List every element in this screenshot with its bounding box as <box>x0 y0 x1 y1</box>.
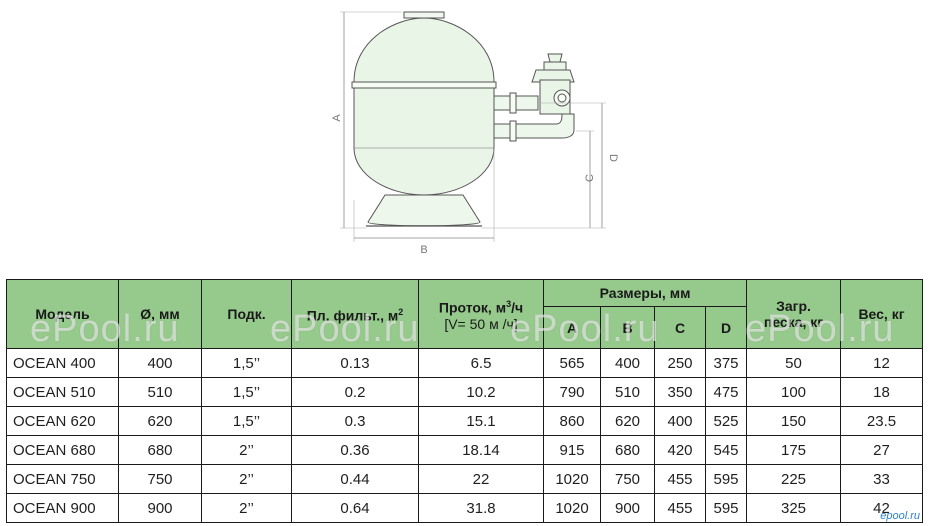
header-dim-c: C <box>654 306 706 349</box>
cell-weight: 12 <box>840 348 923 378</box>
cell-dim-b: 510 <box>600 377 655 407</box>
cell-connection: 2’’ <box>201 493 292 523</box>
cell-sand: 100 <box>746 377 841 407</box>
cell-dim-c: 455 <box>654 464 706 494</box>
cell-dim-c: 350 <box>654 377 706 407</box>
cell-dim-d: 595 <box>705 464 747 494</box>
cell-filter-area: 0.2 <box>291 377 419 407</box>
cell-filter-area: 0.64 <box>291 493 419 523</box>
cell-dim-d: 545 <box>705 435 747 465</box>
dim-label-a: A <box>331 114 343 122</box>
cell-dim-d: 525 <box>705 406 747 436</box>
cell-dim-a: 860 <box>543 406 601 436</box>
table-row: OCEAN 620 620 1,5’’ 0.3 15.1 860 620 400… <box>6 406 923 436</box>
cell-dim-b: 620 <box>600 406 655 436</box>
header-model: Модель <box>6 279 119 349</box>
cell-diameter: 750 <box>118 464 202 494</box>
cell-diameter: 510 <box>118 377 202 407</box>
tank-dome <box>353 17 495 83</box>
header-flow: Проток, м3/ч [V= 50 м /ч] <box>418 279 544 349</box>
cell-dim-b: 750 <box>600 464 655 494</box>
header-sand-load: Загр. песка, кг <box>746 279 841 349</box>
cell-sand: 50 <box>746 348 841 378</box>
cell-dim-a: 915 <box>543 435 601 465</box>
table-row: OCEAN 750 750 2’’ 0.44 22 1020 750 455 5… <box>6 464 923 494</box>
cell-sand: 325 <box>746 493 841 523</box>
cell-flow: 6.5 <box>418 348 544 378</box>
header-dim-d: D <box>705 306 747 349</box>
cell-dim-b: 900 <box>600 493 655 523</box>
header-connection: Подк. <box>201 279 292 349</box>
cell-model: OCEAN 620 <box>6 406 119 436</box>
tank-base <box>367 194 481 227</box>
tank-lid <box>403 11 445 19</box>
cell-connection: 1,5’’ <box>201 406 292 436</box>
cell-dim-a: 565 <box>543 348 601 378</box>
cell-model: OCEAN 400 <box>6 348 119 378</box>
tank-clamp <box>351 81 497 89</box>
table-row: OCEAN 400 400 1,5’’ 0.13 6.5 565 400 250… <box>6 348 923 378</box>
cell-dim-c: 420 <box>654 435 706 465</box>
header-dim-a: A <box>543 306 601 349</box>
header-diameter: Ø, мм <box>118 279 202 349</box>
cell-model: OCEAN 680 <box>6 435 119 465</box>
cell-model: OCEAN 900 <box>6 493 119 523</box>
cell-connection: 2’’ <box>201 435 292 465</box>
cell-weight: 23.5 <box>840 406 923 436</box>
cell-weight: 27 <box>840 435 923 465</box>
cell-model: OCEAN 750 <box>6 464 119 494</box>
cell-connection: 2’’ <box>201 464 292 494</box>
header-weight: Вес, кг <box>840 279 923 349</box>
dim-label-b: B <box>420 244 427 256</box>
cell-diameter: 400 <box>118 348 202 378</box>
cell-dim-c: 400 <box>654 406 706 436</box>
cell-sand: 150 <box>746 406 841 436</box>
header-dim-b: B <box>600 306 655 349</box>
cell-weight: 42 <box>840 493 923 523</box>
cell-dim-d: 595 <box>705 493 747 523</box>
cell-dim-a: 790 <box>543 377 601 407</box>
cell-dim-b: 680 <box>600 435 655 465</box>
cell-weight: 33 <box>840 464 923 494</box>
cell-dim-b: 400 <box>600 348 655 378</box>
cell-filter-area: 0.36 <box>291 435 419 465</box>
cell-filter-area: 0.13 <box>291 348 419 378</box>
cell-filter-area: 0.3 <box>291 406 419 436</box>
cell-dim-a: 1020 <box>543 464 601 494</box>
cell-diameter: 900 <box>118 493 202 523</box>
cell-dim-d: 475 <box>705 377 747 407</box>
table-row: OCEAN 510 510 1,5’’ 0.2 10.2 790 510 350… <box>6 377 923 407</box>
cell-flow: 18.14 <box>418 435 544 465</box>
cell-filter-area: 0.44 <box>291 464 419 494</box>
cell-weight: 18 <box>840 377 923 407</box>
cell-diameter: 680 <box>118 435 202 465</box>
cell-dim-a: 1020 <box>543 493 601 523</box>
cell-dim-d: 375 <box>705 348 747 378</box>
sand-filter-diagram: A B C D <box>331 11 619 256</box>
cell-sand: 175 <box>746 435 841 465</box>
dim-label-c: C <box>584 174 596 182</box>
spec-table: Модель Ø, мм Подк. Пл. фильт., м2 Проток… <box>6 279 923 523</box>
cell-model: OCEAN 510 <box>6 377 119 407</box>
cell-dim-c: 455 <box>654 493 706 523</box>
table-row: OCEAN 900 900 2’’ 0.64 31.8 1020 900 455… <box>6 493 923 523</box>
cell-flow: 31.8 <box>418 493 544 523</box>
corner-logo: epool.ru <box>880 510 920 522</box>
cell-sand: 225 <box>746 464 841 494</box>
dim-label-d: D <box>607 154 619 162</box>
table-row: OCEAN 680 680 2’’ 0.36 18.14 915 680 420… <box>6 435 923 465</box>
cell-connection: 1,5’’ <box>201 348 292 378</box>
cell-flow: 15.1 <box>418 406 544 436</box>
cell-flow: 22 <box>418 464 544 494</box>
cell-connection: 1,5’’ <box>201 377 292 407</box>
header-filter-area: Пл. фильт., м2 <box>291 279 419 349</box>
header-dimensions: Размеры, мм <box>543 279 747 307</box>
cell-flow: 10.2 <box>418 377 544 407</box>
cell-dim-c: 250 <box>654 348 706 378</box>
tank-body <box>353 87 495 196</box>
cell-diameter: 620 <box>118 406 202 436</box>
